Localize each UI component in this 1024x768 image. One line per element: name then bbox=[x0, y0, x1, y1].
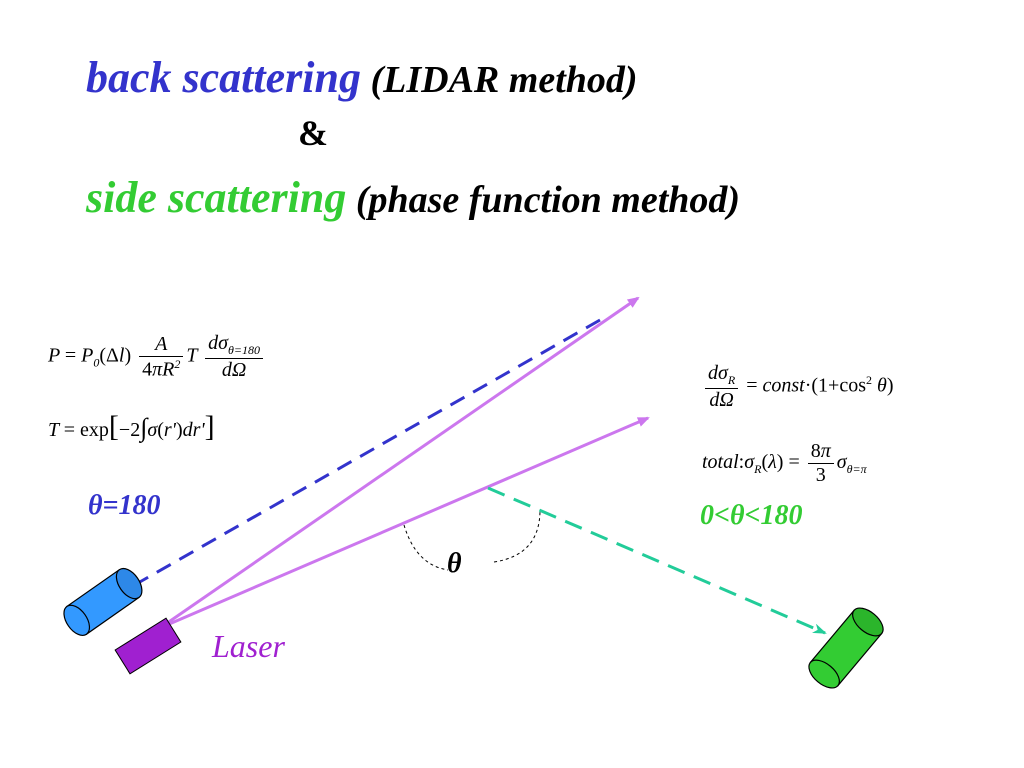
title-line-back-scattering: back scattering (LIDAR method) bbox=[86, 52, 638, 103]
theta-180-label: θ=180 bbox=[88, 490, 161, 521]
laser-label: Laser bbox=[212, 628, 285, 664]
back-scattering-keyword: back scattering bbox=[86, 53, 361, 102]
ampersand: & bbox=[298, 113, 328, 153]
lidar-method-paren: (LIDAR method) bbox=[370, 59, 638, 101]
transmission-equation: T = exp[−2∫σ(r')dr'] bbox=[48, 410, 215, 443]
title-line-side-scattering: side scattering (phase function method) bbox=[86, 172, 740, 223]
laser-source-icon bbox=[114, 617, 182, 675]
side-scatter-ray bbox=[487, 486, 827, 635]
laser-beam-lower bbox=[159, 416, 650, 630]
laser-beam-upper bbox=[159, 296, 640, 630]
theta-angle-arc-right bbox=[493, 509, 541, 563]
back-detector-cylinder-icon bbox=[63, 567, 143, 636]
side-scattering-keyword: side scattering bbox=[86, 173, 347, 222]
side-detector-cylinder-icon bbox=[808, 607, 884, 689]
back-scatter-ray bbox=[125, 318, 601, 594]
theta-range-label: 0<θ<180 bbox=[700, 500, 803, 531]
phase-function-method-paren: (phase function method) bbox=[355, 179, 741, 221]
theta-angle-label: θ bbox=[447, 548, 462, 579]
theta-angle-arc bbox=[403, 524, 449, 571]
